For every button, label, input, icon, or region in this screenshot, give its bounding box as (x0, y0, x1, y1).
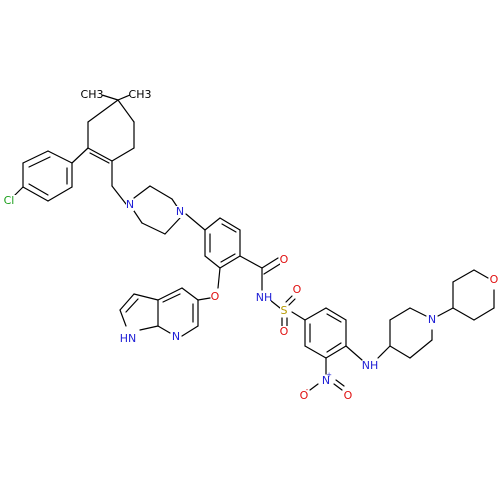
atom-o-pyran: O (490, 273, 499, 286)
atom-nh-amide: NH (256, 291, 273, 304)
atom-nh-aniline: NH (362, 359, 379, 372)
atom-label-background (129, 89, 151, 101)
atom-label-background (280, 326, 288, 338)
atom-label-background (172, 331, 180, 343)
atom-so2: O (280, 325, 289, 338)
atom-so1: O (293, 283, 302, 296)
atom-label-background (176, 206, 184, 218)
atom-o-ether: O (211, 290, 220, 303)
atom-n2: N (176, 205, 184, 218)
atom-n-pyridine: N (172, 330, 180, 343)
atom-o-nitro2: O (344, 389, 353, 402)
atom-n1: N (126, 198, 134, 211)
atom-o-amide: O (280, 253, 289, 266)
atom-me2: CH3 (129, 88, 152, 101)
charge-sign: + (326, 371, 332, 379)
atom-label-background (280, 254, 288, 266)
atom-label-background (428, 314, 436, 326)
atom-hn-pyrrole: HN (120, 332, 137, 345)
atom-cl: Cl (4, 194, 15, 207)
atom-label-background (363, 360, 377, 372)
atom-label-background (293, 284, 301, 296)
atom-labels: CH3 CH3 Cl N N O O NH S O O HN N NH N O … (2, 88, 499, 402)
atom-n-nitro: N (322, 374, 330, 387)
atom-label-background (81, 89, 103, 101)
atom-label-background (2, 195, 16, 207)
charge-sign: - (306, 386, 309, 394)
atom-label-background (211, 291, 219, 303)
atom-s: S (281, 304, 288, 317)
atom-label-background (121, 333, 135, 345)
atom-label-background (322, 375, 330, 387)
atom-label-background (490, 274, 498, 286)
atom-label-background (280, 305, 288, 317)
atom-o-nitro1: O (300, 389, 309, 402)
atom-me1: CH3 (81, 88, 104, 101)
atom-label-background (344, 390, 352, 402)
atom-label-background (300, 390, 308, 402)
atom-label-background (126, 199, 134, 211)
atom-n-piperidine: N (428, 313, 436, 326)
bond-lines (13, 94, 495, 391)
atom-label-background (257, 292, 271, 304)
